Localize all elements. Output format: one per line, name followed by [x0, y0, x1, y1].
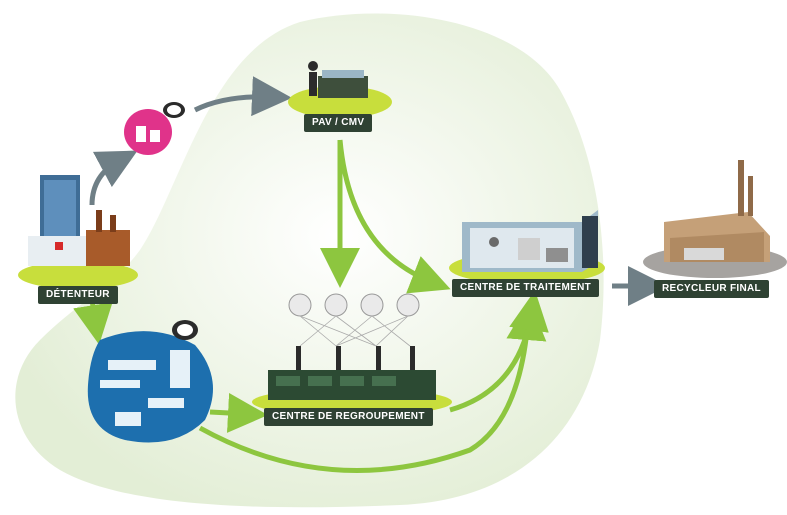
- factory-icon: [18, 175, 138, 289]
- label-recycleur-final: RECYCLEUR FINAL: [654, 280, 769, 298]
- arrow-detenteur-to-pink: [89, 150, 138, 206]
- recycling-plant-icon: [643, 160, 787, 278]
- furniture-bubble-icon: [124, 102, 185, 155]
- label-pav-cmv: PAV / CMV: [304, 114, 373, 132]
- label-centre-regroupement: CENTRE DE REGROUPEMENT: [264, 408, 433, 426]
- collection-point-icon: [288, 61, 392, 118]
- arrow-detenteur-to-blue: [73, 299, 113, 345]
- treatment-center-icon: [449, 210, 605, 284]
- label-centre-traitement: CENTRE DE TRAITEMENT: [452, 279, 599, 297]
- arrow-pink-to-pav: [193, 76, 292, 117]
- arrow-blue-to-regroupement: [209, 392, 268, 433]
- arrow-pav-to-traitement: [337, 139, 451, 294]
- arrow-regroupement-to-traitement: [449, 290, 549, 413]
- warehouse-icon: [252, 293, 452, 416]
- label-detenteur: DÉTENTEUR: [38, 286, 118, 304]
- arrow-blue-to-traitement: [198, 300, 547, 473]
- office-furniture-bubble-icon: [87, 320, 213, 443]
